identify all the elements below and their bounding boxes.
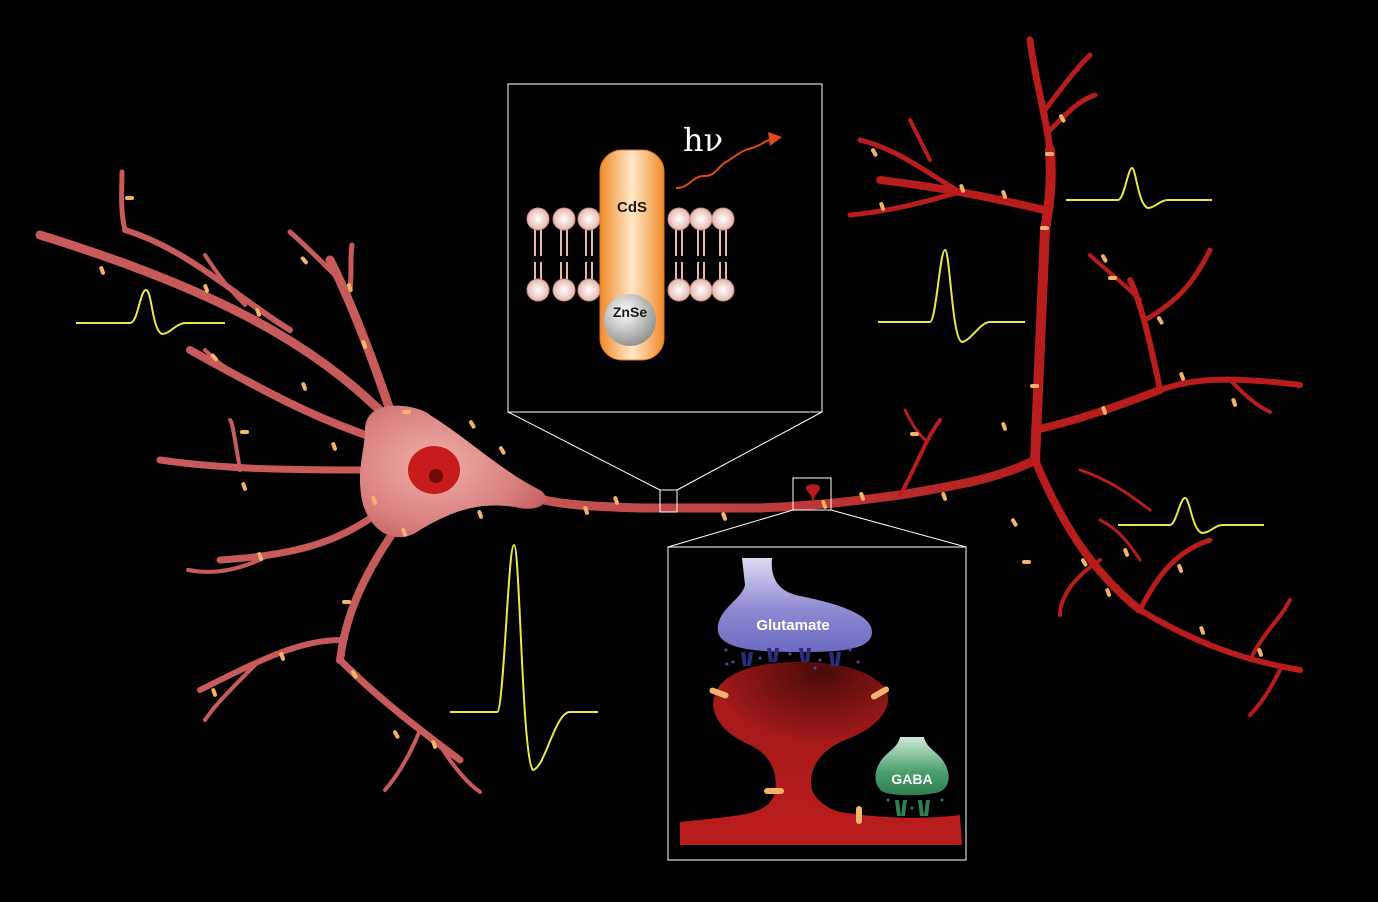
- axon-spine: [806, 484, 820, 500]
- callout-lines: [508, 412, 966, 547]
- nucleolus: [429, 469, 443, 483]
- photon-label: hν: [683, 121, 723, 159]
- inset-nanorod: CdS ZnSe hν: [508, 84, 822, 412]
- znse-label: ZnSe: [613, 304, 647, 320]
- gaba-label: GABA: [891, 771, 932, 787]
- trace-soma-spike: [450, 545, 598, 770]
- trace-right-mid: [878, 250, 1025, 342]
- trace-right-upper: [1066, 168, 1212, 208]
- nanorod-icon: [600, 150, 664, 360]
- inset-synapse: Glutamate GABA: [668, 547, 966, 860]
- axon: [460, 460, 1035, 508]
- cds-label: CdS: [617, 199, 647, 216]
- glutamate-label: Glutamate: [756, 617, 829, 634]
- znse-seed: [604, 294, 656, 346]
